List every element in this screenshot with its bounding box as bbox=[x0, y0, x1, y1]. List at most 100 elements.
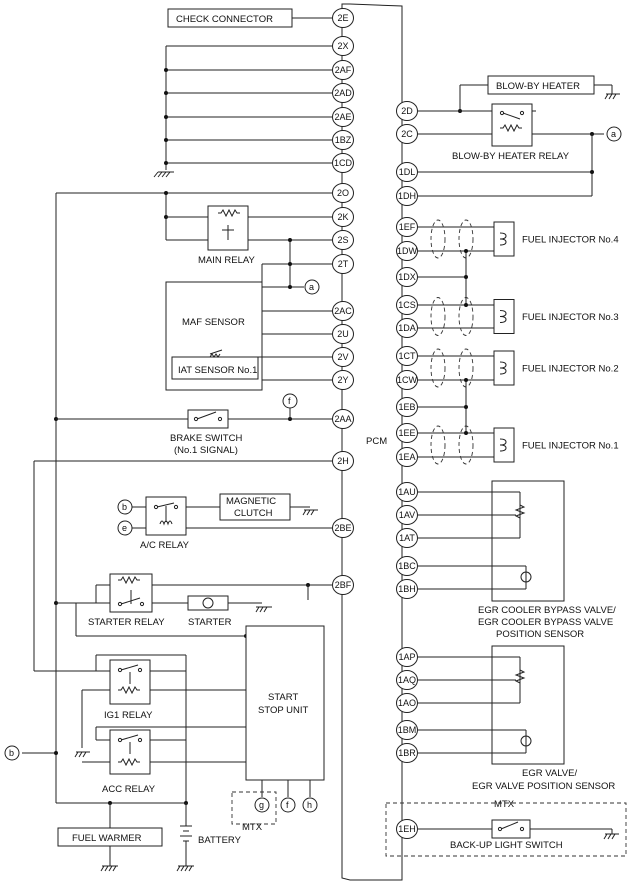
pin-label: 2H bbox=[337, 456, 349, 466]
svg-text:f: f bbox=[286, 800, 289, 810]
pin-2V: 2V bbox=[332, 347, 354, 367]
pin-1EA: 1EA bbox=[396, 447, 418, 467]
ig1-relay-label: IG1 RELAY bbox=[104, 710, 153, 721]
brake-switch-sublabel: (No.1 SIGNAL) bbox=[174, 445, 238, 456]
pin-label: 2AF bbox=[335, 65, 352, 75]
pin-label: 1EE bbox=[398, 428, 415, 438]
pin-label: 2AA bbox=[334, 414, 351, 424]
pcm-label: PCM bbox=[366, 436, 387, 447]
pin-label: 1BR bbox=[398, 748, 416, 758]
pin-label: 2C bbox=[401, 129, 413, 139]
pin-label: 1EF bbox=[399, 222, 416, 232]
ground-blowby bbox=[604, 85, 620, 100]
ground-fuel-warmer bbox=[100, 865, 118, 872]
pin-2X: 2X bbox=[332, 36, 354, 56]
start-stop-sublabel: STOP UNIT bbox=[258, 705, 309, 716]
connector-g bbox=[254, 797, 270, 813]
blowby-relay-icon bbox=[499, 110, 525, 133]
pin-1CD: 1CD bbox=[332, 153, 354, 173]
check-connector-label: CHECK CONNECTOR bbox=[176, 14, 273, 25]
fuel-injector-1: FUEL INJECTOR No.1 bbox=[418, 425, 619, 465]
ac-relay-icon bbox=[153, 502, 179, 526]
pin-1EB: 1EB bbox=[396, 397, 418, 417]
ground-clutch bbox=[302, 509, 318, 516]
svg-text:b: b bbox=[122, 502, 127, 512]
svg-text:f: f bbox=[288, 396, 291, 406]
pin-2U: 2U bbox=[332, 324, 354, 344]
pin-1AU: 1AU bbox=[396, 482, 418, 502]
egr-cooler-label: EGR COOLER BYPASS VALVE/ bbox=[478, 605, 616, 616]
maf-sensor-label: MAF SENSOR bbox=[182, 317, 245, 328]
pin-2AE: 2AE bbox=[332, 107, 354, 127]
pin-label: 2O bbox=[337, 188, 349, 198]
magnetic-clutch-label: MAGNETIC bbox=[226, 496, 276, 507]
start-stop-unit bbox=[245, 625, 325, 781]
pin-2AD: 2AD bbox=[332, 83, 354, 103]
pcm-left-pins: 2E2X2AF2AD2AE1BZ1CD2O2K2S2T2AC2U2V2Y2AA2… bbox=[332, 8, 354, 595]
fuel-warmer-label: FUEL WARMER bbox=[72, 833, 142, 844]
pin-label: 2Y bbox=[337, 375, 348, 385]
starter-relay-icon bbox=[117, 575, 145, 607]
battery-label: BATTERY bbox=[198, 835, 242, 846]
ac-relay-label: A/C RELAY bbox=[140, 540, 190, 551]
pin-label: 1DL bbox=[399, 167, 416, 177]
pin-1DX: 1DX bbox=[396, 267, 418, 287]
pin-1AO: 1AO bbox=[396, 693, 418, 713]
pin-1DW: 1DW bbox=[396, 241, 418, 261]
svg-text:g: g bbox=[259, 800, 264, 810]
start-stop-label: START bbox=[268, 692, 298, 703]
backup-light-label: BACK-UP LIGHT SWITCH bbox=[450, 840, 563, 851]
starter-relay-label: STARTER RELAY bbox=[88, 617, 165, 628]
pin-1EE: 1EE bbox=[396, 423, 418, 443]
pin-2BF: 2BF bbox=[332, 575, 354, 595]
pin-label: 1DH bbox=[398, 191, 416, 201]
svg-text:a: a bbox=[309, 282, 314, 292]
injector-coil-icon bbox=[499, 232, 507, 246]
pin-label: 2AD bbox=[334, 88, 352, 98]
pin-label: 1EH bbox=[398, 824, 416, 834]
egr-cooler-label-2: EGR COOLER BYPASS VALVE bbox=[478, 617, 613, 628]
pin-label: 2D bbox=[401, 106, 413, 116]
connector-a-left bbox=[304, 279, 320, 295]
battery-icon bbox=[176, 803, 194, 872]
brake-switch-icon bbox=[193, 411, 223, 422]
pin-label: 1DW bbox=[397, 246, 418, 256]
pin-2D: 2D bbox=[396, 101, 418, 121]
main-relay-label: MAIN RELAY bbox=[198, 255, 256, 266]
main-relay-wiring bbox=[164, 191, 332, 289]
pin-label: 1BH bbox=[398, 584, 416, 594]
injector-box bbox=[493, 427, 515, 463]
pin-label: 1EB bbox=[398, 402, 415, 412]
pcm-body bbox=[341, 3, 403, 881]
pin-label: 2V bbox=[337, 352, 348, 362]
pin-label: 1CT bbox=[398, 351, 416, 361]
blowby-heater-label: BLOW-BY HEATER bbox=[496, 81, 580, 92]
injector-coil-icon bbox=[499, 361, 507, 375]
egr-valve-motor-icon bbox=[520, 735, 532, 747]
ground-bus-wires bbox=[164, 45, 332, 170]
egr-cooler-sensor bbox=[491, 480, 565, 602]
pin-label: 2BF bbox=[335, 580, 352, 590]
injector-box bbox=[493, 299, 515, 334]
pin-1DA: 1DA bbox=[396, 318, 418, 338]
iat-sensor bbox=[171, 356, 259, 380]
pcm-right-pins: 2D 2C 1DL 1DH 1EF 1DW 1DX 1CS 1DA 1CT 1CW 1EB 1EE 1EA… bbox=[396, 101, 418, 839]
pin-label: 1DA bbox=[398, 323, 416, 333]
pin-label: 1CS bbox=[398, 300, 416, 310]
mtx-right-frame bbox=[385, 802, 627, 857]
injector-label: FUEL INJECTOR No.1 bbox=[522, 441, 619, 452]
connector-f-bottom bbox=[280, 797, 296, 813]
connector-b-left bbox=[4, 745, 20, 761]
pin-2O: 2O bbox=[332, 183, 354, 203]
pin-label: 2U bbox=[337, 329, 349, 339]
pin-1CW: 1CW bbox=[396, 370, 418, 390]
pin-1AP: 1AP bbox=[396, 647, 418, 667]
mtx-left-label: MTX bbox=[242, 822, 263, 833]
main-relay-coil-icon bbox=[218, 208, 240, 240]
egr-valve-label: EGR VALVE/ bbox=[522, 768, 577, 779]
ground-backup bbox=[603, 829, 619, 840]
pin-label: 2X bbox=[337, 41, 348, 51]
fuel-injector-4: FUEL INJECTOR No.4 bbox=[418, 219, 619, 259]
